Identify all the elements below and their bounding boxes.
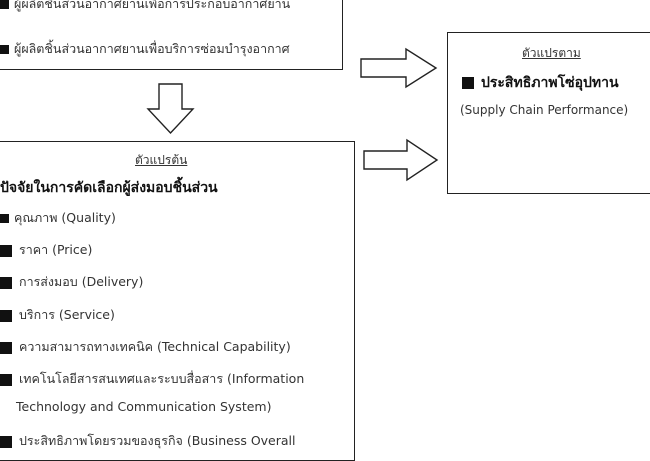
independent-title: ปัจจัยในการคัดเลือกผู้ส่งมอบชิ้นส่วน — [0, 180, 218, 196]
population-box — [0, 0, 343, 70]
factor-label: ความสามารถทางเทคนิค (Technical Capabilit… — [19, 339, 291, 354]
factor-item: บริการ (Service) — [0, 305, 115, 325]
independent-heading: ตัวแปรต้น — [135, 153, 188, 167]
bullet-icon — [0, 435, 12, 448]
top-item-1-label: ผู้ผลิตชิ้นส่วนอากาศยานเพื่อการประกอบอาก… — [14, 0, 291, 11]
dependent-title: ประสิทธิภาพโซ่อุปทาน — [462, 72, 619, 94]
factor-label: การส่งมอบ (Delivery) — [19, 274, 144, 289]
bullet-icon — [0, 309, 12, 322]
bullet-icon — [0, 341, 12, 354]
factor-item-continued: Technology and Communication System) — [16, 399, 272, 414]
top-item-2: ผู้ผลิตชิ้นส่วนอากาศยานเพื่อบริการซ่อมบำ… — [0, 39, 290, 59]
factor-item: ราคา (Price) — [0, 240, 92, 260]
bullet-icon — [462, 77, 474, 89]
bullet-icon — [0, 214, 9, 223]
factor-label: คุณภาพ (Quality) — [14, 210, 116, 225]
factor-item: คุณภาพ (Quality) — [0, 208, 116, 228]
factor-item: ความสามารถทางเทคนิค (Technical Capabilit… — [0, 337, 291, 357]
down-arrow-icon — [146, 83, 195, 135]
dependent-heading: ตัวแปรตาม — [522, 46, 581, 60]
factor-item: ประสิทธิภาพโดยรวมของธุรกิจ (Business Ove… — [0, 431, 296, 451]
dependent-variable-box — [447, 32, 650, 194]
factor-item: เทคโนโลยีสารสนเทศและระบบสื่อสาร (Informa… — [0, 369, 304, 389]
bullet-icon — [0, 45, 9, 54]
top-item-1: ผู้ผลิตชิ้นส่วนอากาศยานเพื่อการประกอบอาก… — [0, 0, 290, 14]
factor-label: เทคโนโลยีสารสนเทศและระบบสื่อสาร (Informa… — [19, 371, 305, 386]
factor-item: การส่งมอบ (Delivery) — [0, 272, 143, 292]
factor-label: ประสิทธิภาพโดยรวมของธุรกิจ (Business Ove… — [19, 433, 296, 448]
bullet-icon — [0, 244, 12, 257]
right-arrow-icon — [360, 47, 438, 89]
factor-label: ราคา (Price) — [19, 242, 93, 257]
bullet-icon — [0, 276, 12, 289]
right-arrow-icon — [363, 138, 439, 182]
dependent-title-label: ประสิทธิภาพโซ่อุปทาน — [481, 75, 619, 91]
top-item-2-label: ผู้ผลิตชิ้นส่วนอากาศยานเพื่อบริการซ่อมบำ… — [14, 41, 290, 56]
dependent-subtitle: (Supply Chain Performance) — [460, 103, 629, 117]
factor-label: บริการ (Service) — [19, 307, 115, 322]
bullet-icon — [0, 373, 12, 386]
independent-variable-box — [0, 141, 355, 461]
bullet-icon — [0, 0, 9, 9]
